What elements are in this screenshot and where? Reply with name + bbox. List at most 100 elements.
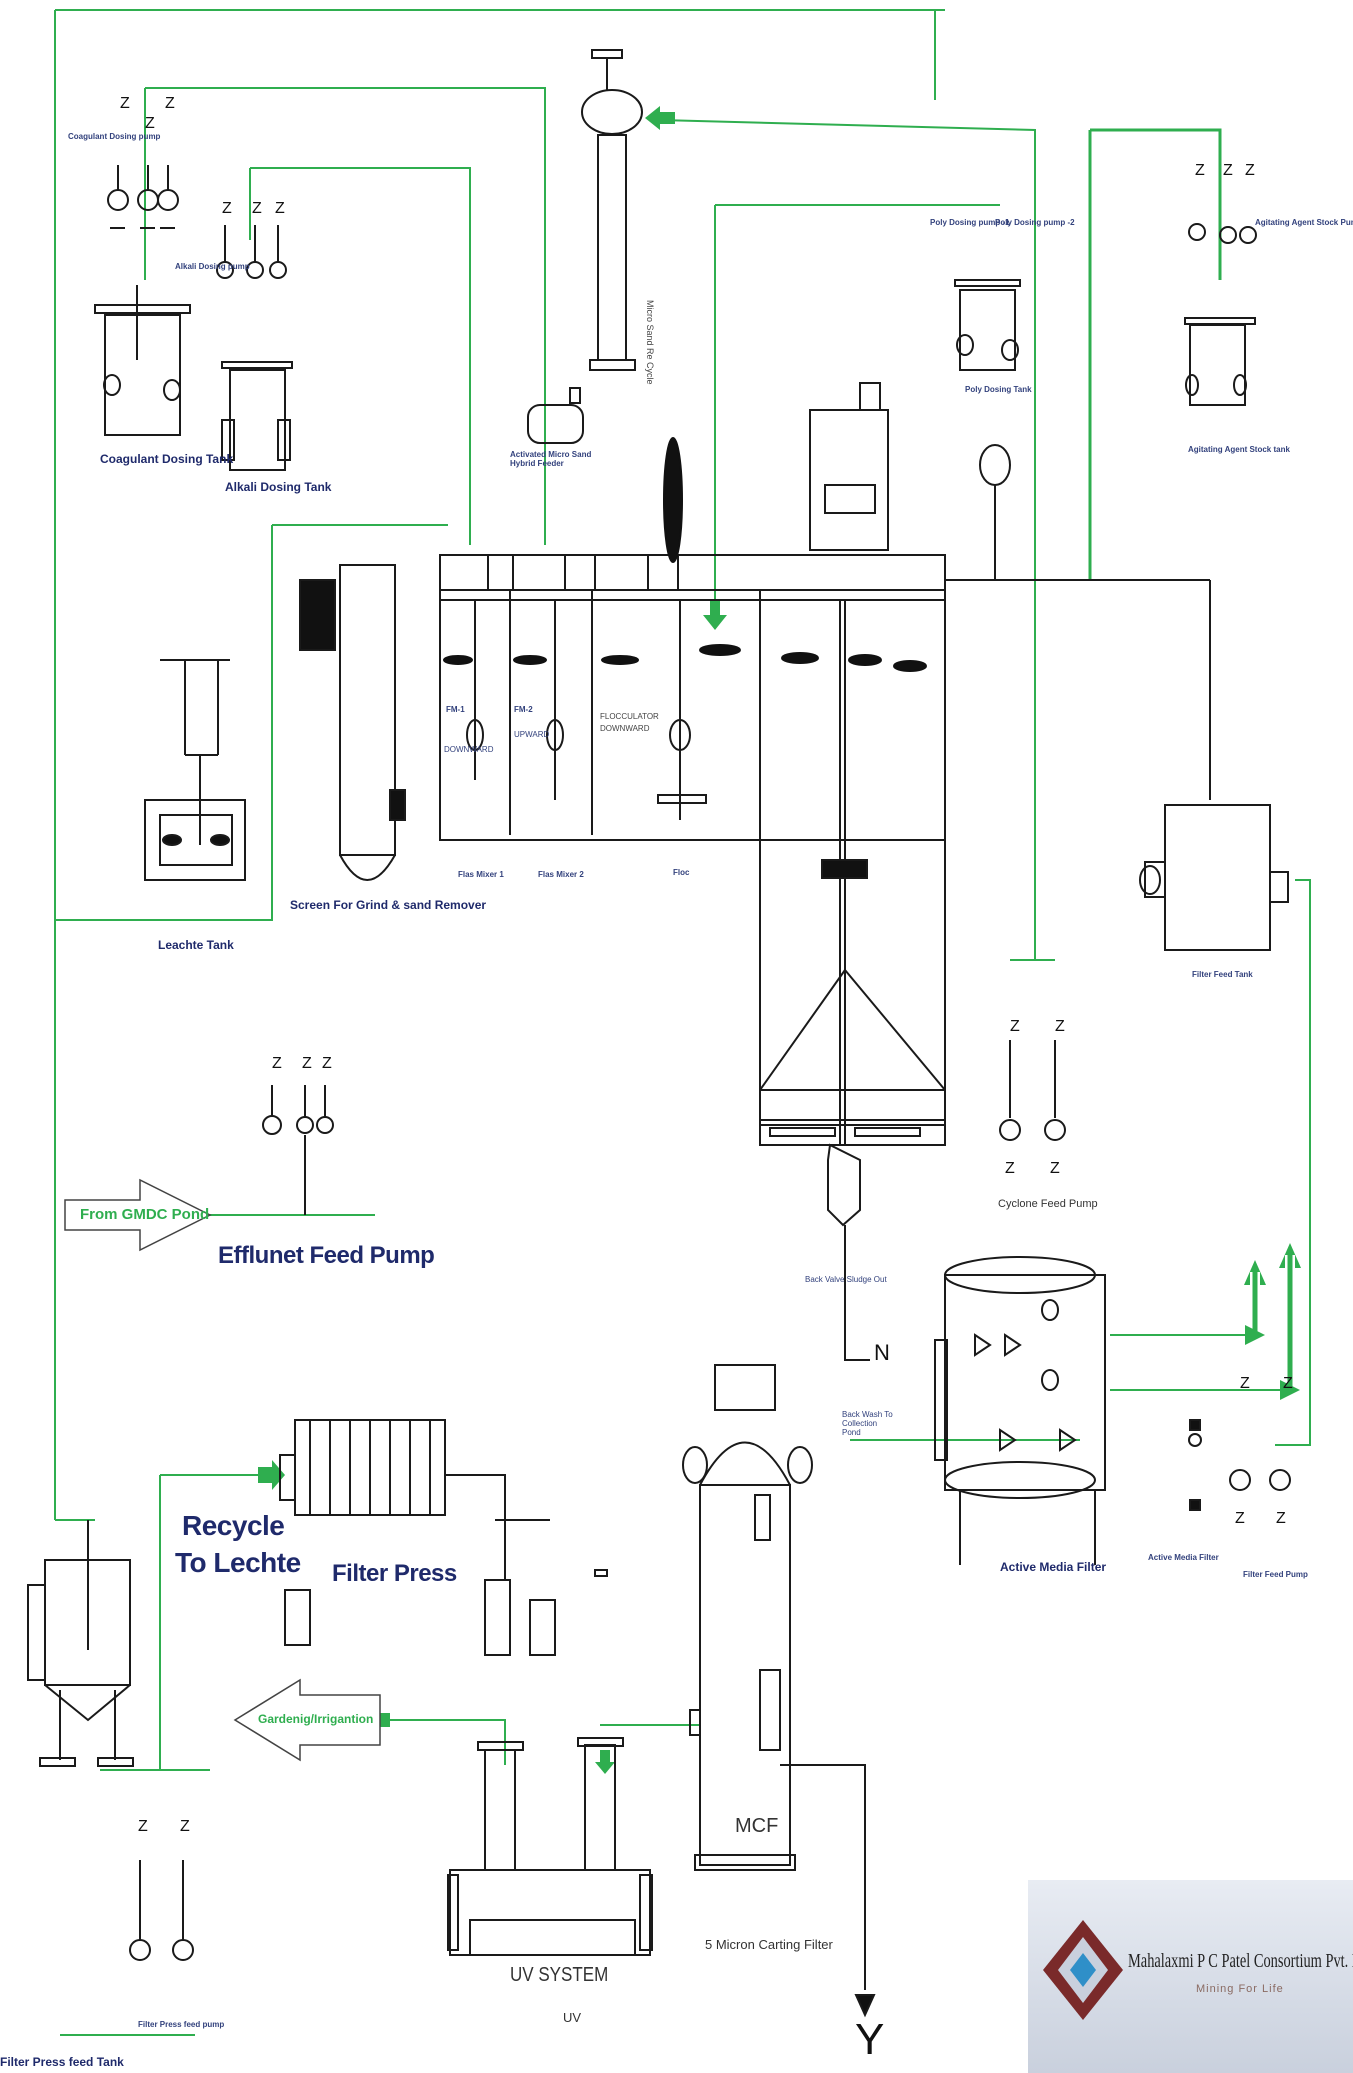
label-filter-feed-pump: Filter Feed Pump [1243,1570,1308,1579]
label-fm1-sub: DOWNWARD [444,745,494,754]
label-fp-feed-tank: Filter Press feed Tank [0,2055,124,2069]
label-fp-feed-pump: Filter Press feed pump [138,2020,225,2029]
company-logo: Mahalaxmi P C Patel Consortium Pvt. Ltd … [1028,1880,1353,2073]
control-panel [809,409,889,551]
z-marker: Z [275,200,285,217]
label-micron-filter: 5 Micron Carting Filter [705,1937,833,1952]
equipment [27,49,1291,2018]
label-outlet-n: N [874,1340,890,1365]
label-filter-press: Filter Press [332,1560,457,1587]
mcf-vessel [682,1364,876,2018]
logo-mark-icon [1043,1920,1123,2020]
z-marker: Z [322,1055,332,1072]
label-amf-small: Active Media Filter [1148,1553,1219,1562]
filter-press-feed-tank [27,1520,134,1767]
label-outlet-y: Y [855,2015,885,2064]
z-marker: Z [1055,1018,1065,1035]
label-floc: Floc [673,868,690,877]
label-uv-system: UV SYSTEM [510,1964,609,1986]
label-poly-dosing-tank: Poly Dosing Tank [965,385,1032,394]
gmdc-inlet-arrow [64,1178,212,1252]
grit-screen [299,564,406,881]
label-flocculator: FLOCCULATOR [600,712,659,721]
z-marker: Z [1240,1375,1250,1392]
label-micro-sand-recycle: Micro Sand Re Cycle [645,300,655,385]
z-marker: Z [1005,1160,1015,1177]
active-media-filter [934,1256,1106,1565]
label-cyclone-feed-pump: Cyclone Feed Pump [998,1198,1098,1210]
cyclone-feed-pumps [999,1040,1066,1141]
z-marker: Z [120,95,130,112]
z-marker: Z [272,1055,282,1072]
label-leachate-tank: Leachte Tank [158,938,234,952]
flow-arrows [258,106,1301,1774]
label-fm2-sub: UPWARD [514,730,550,739]
coagulant-dosing-tank [94,285,191,436]
micro-sand-cyclone [581,49,643,371]
filter-press [279,1419,608,1656]
z-marker: Z [180,1818,190,1835]
label-fm1: FM-1 [446,705,465,714]
z-marker: Z [165,95,175,112]
z-marker: Z [1223,162,1233,179]
filter-feed-pumps [1188,1419,1291,1511]
filter-feed-tank [945,579,1289,951]
label-coagulant-dosing-pump: Coagulant Dosing pump [68,132,161,141]
label-flocculator-sub: DOWNWARD [600,724,650,733]
clarifier [759,600,946,1361]
z-marker: Z [1010,1018,1020,1035]
z-marker: Z [222,200,232,217]
mixer-motor [663,437,683,563]
label-gardening: Gardenig/Irrigantion [258,1712,374,1726]
sensor-balloon [979,444,1011,486]
z-marker: Z [1235,1510,1245,1527]
label-flas-mixer-1: Flas Mixer 1 [458,870,504,879]
label-to-lechte: To Lechte [175,1547,301,1578]
label-uv: UV [563,2010,582,2025]
label-coagulant-dosing-tank: Coagulant Dosing Tank [100,452,234,466]
label-agitating-pump: Agitating Agent Stock Pump [1255,218,1353,227]
leachate-tank [144,659,246,881]
label-flas-mixer-2: Flas Mixer 2 [538,870,584,879]
floaters [443,644,927,672]
alkali-dosing-tank [221,361,293,471]
label-effluent-feed-pump: Efflunet Feed Pump [218,1242,435,1269]
coagulant-dosing-pumps [107,165,179,229]
z-marker: Z [1195,162,1205,179]
label-alkali-dosing-pump: Alkali Dosing pump [175,262,250,271]
label-filter-feed-tank: Filter Feed Tank [1192,970,1253,979]
label-mcf: MCF [735,1815,779,1837]
z-marker: Z [138,1818,148,1835]
z-marker: Z [1276,1510,1286,1527]
label-backwash: Back Wash To Collection Pond [842,1410,893,1437]
z-marker: Z [1283,1375,1293,1392]
alkali-dosing-pumps [216,225,287,279]
label-sludge: Back Valve Sludge Out [805,1275,887,1284]
label-poly-pump-2: Poly Dosing pump -2 [995,218,1075,227]
logo-tagline: Mining For Life [1196,1983,1284,1995]
main-reactor [439,554,946,841]
label-from-gmdc: From GMDC Pond [80,1206,210,1223]
z-marker: Z [1245,162,1255,179]
z-marker: Z [252,200,262,217]
label-hybrid-feeder: Activated Micro Sand Hybrid Feeder [510,450,592,468]
hybrid-feeder [527,387,584,444]
label-poly-pump-1: Poly Dosing pump -1 [930,218,1010,227]
agitating-agent [1184,223,1257,406]
label-active-media-filter: Active Media Filter [1000,1560,1107,1574]
label-agitating-tank: Agitating Agent Stock tank [1188,445,1290,454]
z-marker: Z [1050,1160,1060,1177]
label-fm2: FM-2 [514,705,533,714]
green-pipelines [54,9,1311,2036]
effluent-feed-pumps [262,1085,334,1215]
poly-dosing-tank [954,279,1021,371]
z-marker: Z [145,115,155,132]
gardening-outlet-arrow [233,1678,381,1762]
z-marker: Z [302,1055,312,1072]
label-alkali-dosing-tank: Alkali Dosing Tank [225,480,332,494]
filter-press-feed-pumps [129,1860,194,1961]
label-recycle: Recycle [182,1510,285,1541]
logo-company-name: Mahalaxmi P C Patel Consortium Pvt. Ltd [1128,1950,1353,1972]
uv-system [447,1737,653,1956]
